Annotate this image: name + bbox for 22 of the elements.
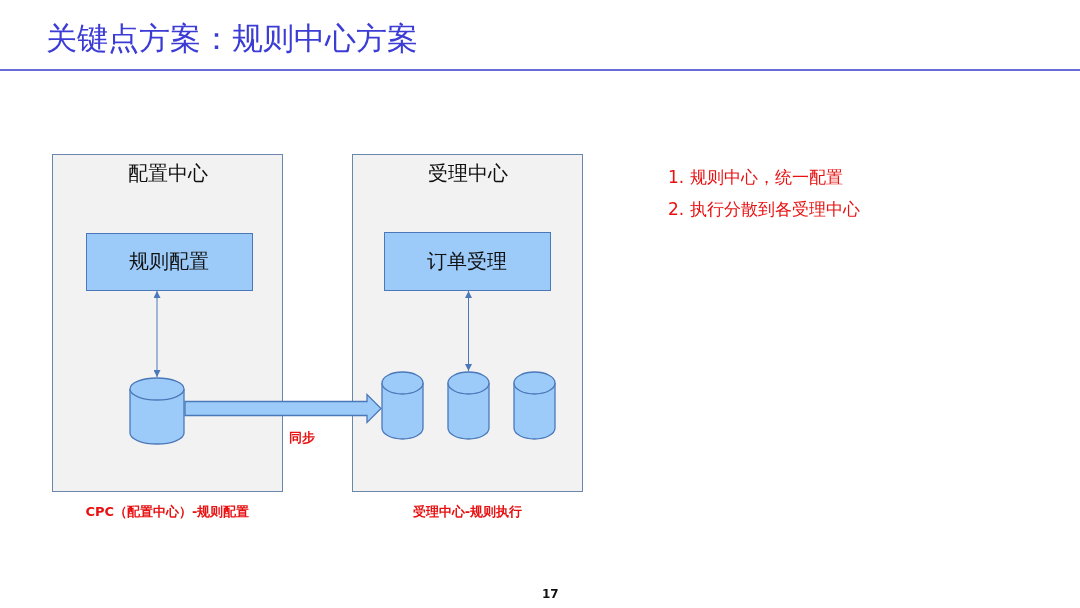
edge-label: 同步 [289, 428, 315, 447]
container-box [52, 154, 283, 492]
database-cylinder [128, 376, 185, 445]
process-box [85, 232, 253, 291]
box-title: 配置中心 [126, 160, 209, 187]
list-item: 1. 规则中心，统一配置 [668, 166, 843, 189]
database-cylinder [380, 370, 424, 440]
box-caption: 受理中心-规则执行 [411, 503, 524, 521]
double-arrow [153, 290, 161, 378]
database-cylinder [446, 370, 490, 440]
slide-title: 关键点方案：规则中心方案 [46, 19, 418, 58]
box-title: 受理中心 [426, 160, 509, 187]
box-label: 订单受理 [427, 247, 507, 275]
process-box [383, 231, 551, 291]
database-cylinder [512, 370, 556, 440]
double-arrow [465, 290, 472, 372]
list-item: 2. 执行分散到各受理中心 [668, 198, 860, 221]
container-box [352, 154, 583, 492]
page-number: 17 [542, 587, 559, 601]
box-label: 规则配置 [129, 248, 209, 275]
box-caption: CPC（配置中心）-规则配置 [84, 503, 251, 521]
block-arrow [184, 392, 382, 425]
